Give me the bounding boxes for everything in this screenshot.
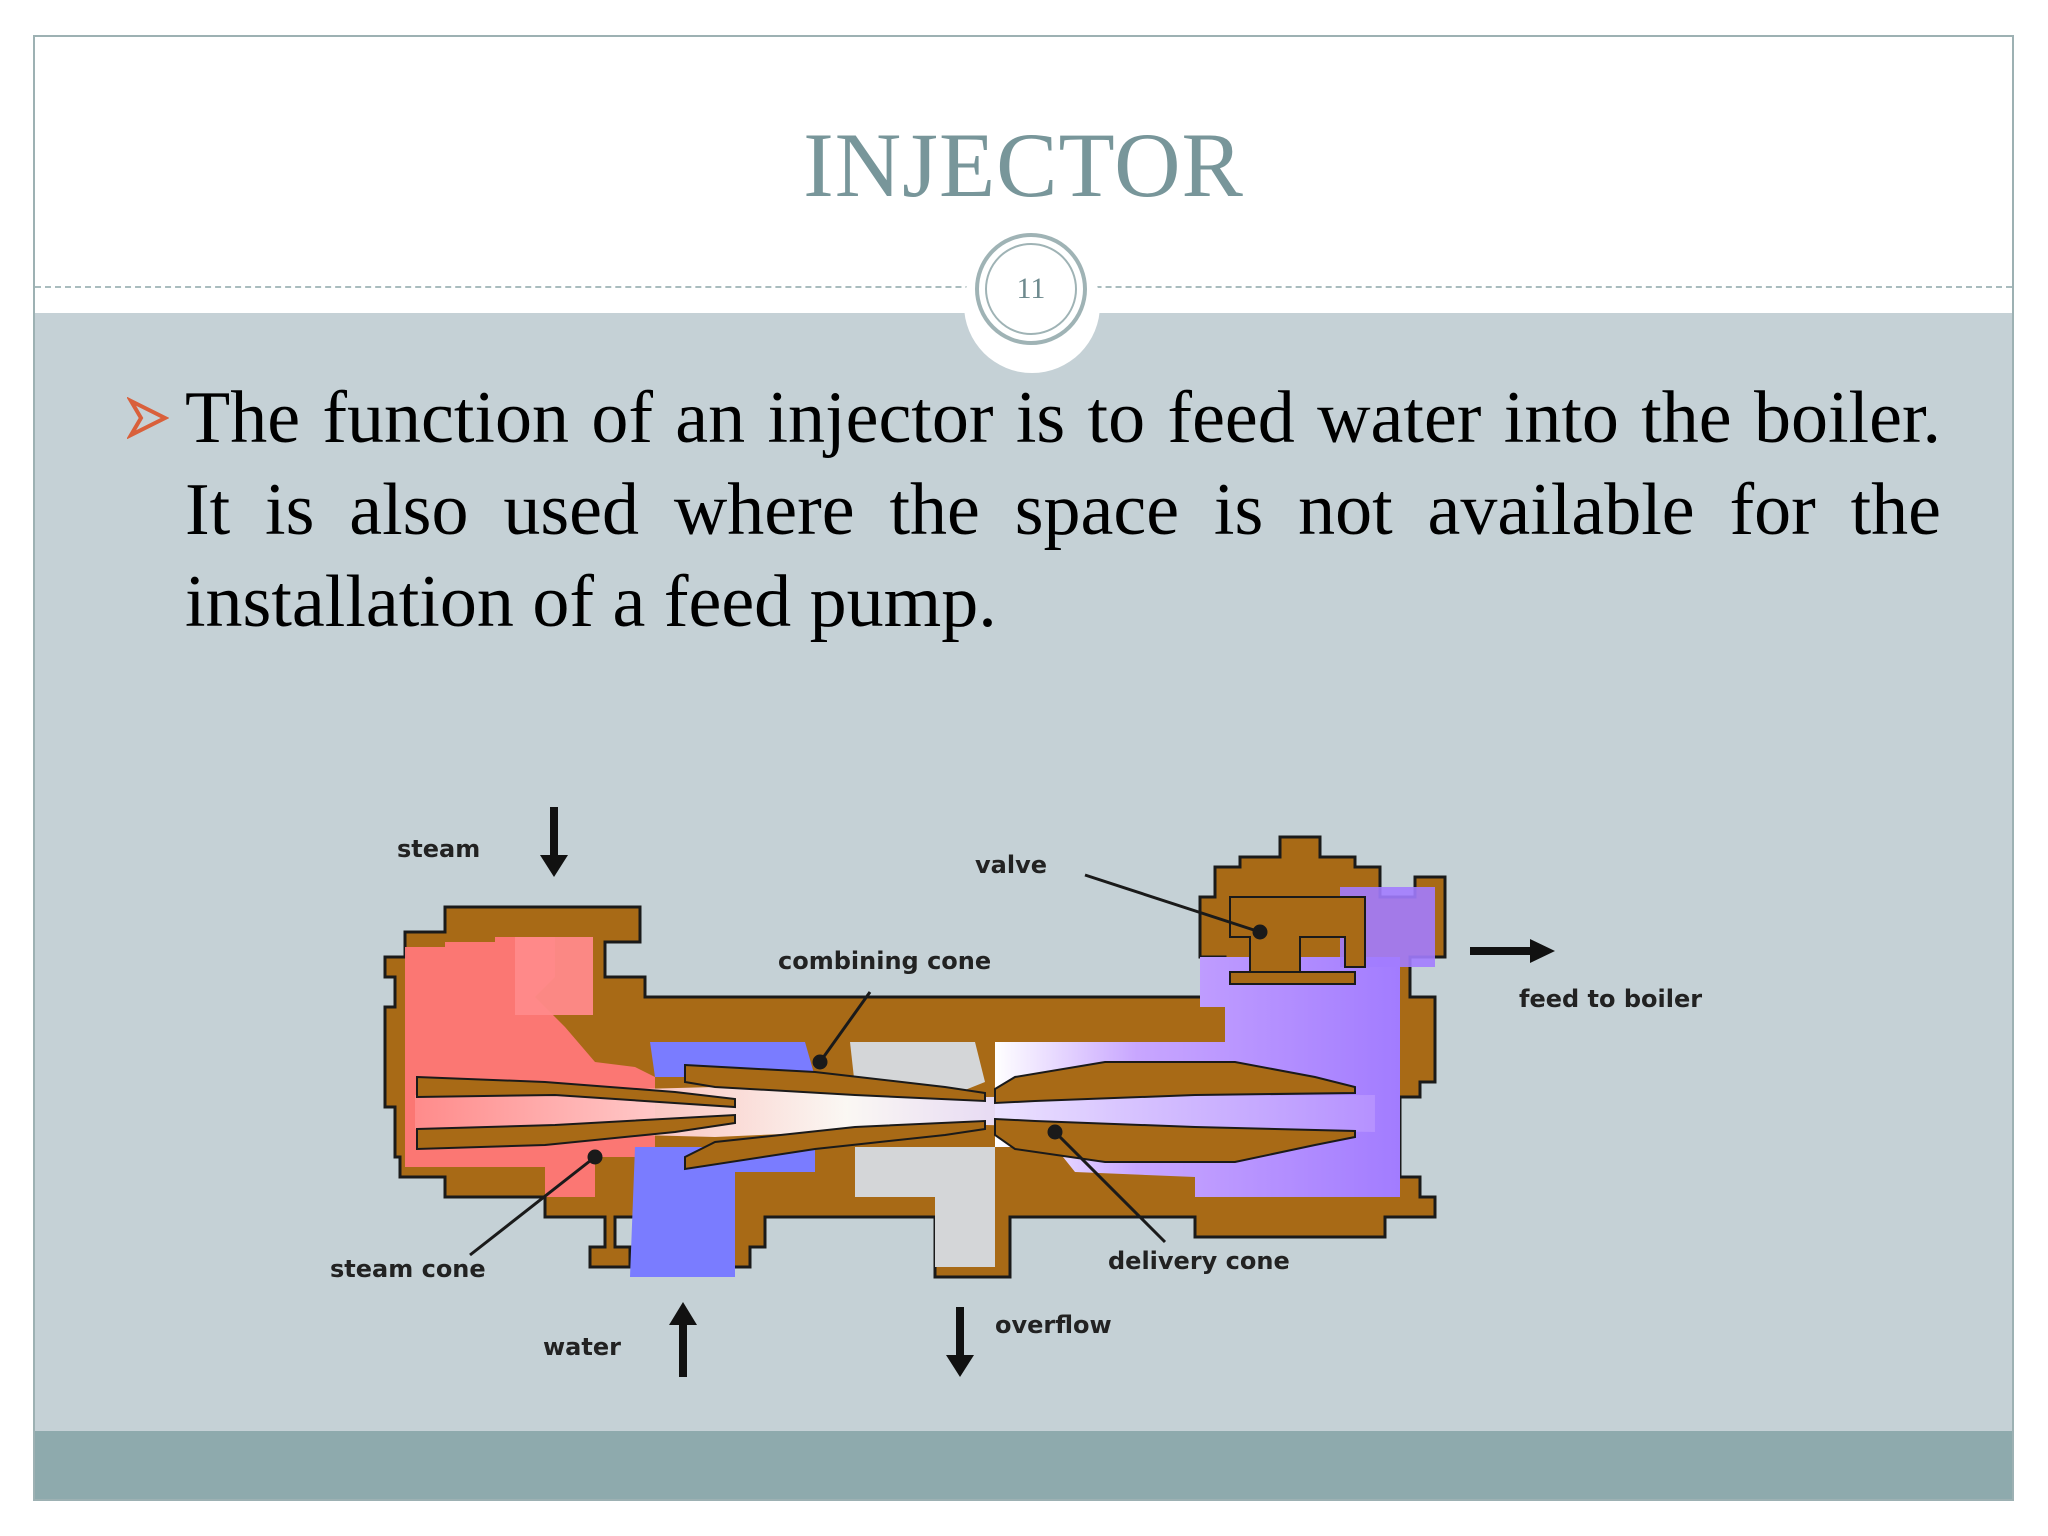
slide: INJECTOR 11 The function of an injector … <box>33 35 2014 1501</box>
water-arrow-icon <box>669 1302 697 1377</box>
steam-inlet <box>515 937 593 1015</box>
footer-bar <box>35 1431 2012 1499</box>
delivery-cone <box>994 1061 1356 1163</box>
label-steam-cone: steam cone <box>330 1255 486 1283</box>
combining-cone <box>684 1063 986 1171</box>
valve-disc <box>1229 971 1356 985</box>
feed-arrow-icon <box>1470 939 1555 963</box>
slide-title: INJECTOR <box>803 114 1244 216</box>
valve-body <box>1229 896 1366 978</box>
overflow-outlet <box>855 1147 995 1267</box>
label-valve: valve <box>975 851 1047 879</box>
label-steam: steam <box>397 835 480 863</box>
bullet-text: The function of an injector is to feed w… <box>185 377 1941 643</box>
label-combining-cone: combining cone <box>778 947 991 975</box>
flow-arrows <box>540 807 1555 1377</box>
label-feed-to-boiler: feed to boiler <box>1519 985 1702 1013</box>
label-water: water <box>543 1333 621 1361</box>
label-overflow: overflow <box>995 1311 1112 1339</box>
injector-diagram: steam valve combining cone feed to boile… <box>330 807 1702 1377</box>
steam-arrow-icon <box>540 807 568 877</box>
steam-cone <box>416 1075 736 1151</box>
label-delivery-cone: delivery cone <box>1108 1247 1290 1275</box>
content-panel <box>35 313 2012 1467</box>
pointer-lines <box>469 873 1268 1257</box>
water-inlet <box>630 1147 815 1277</box>
page-number-badge: 11 <box>975 233 1087 345</box>
page-number: 11 <box>985 243 1077 335</box>
overflow-arrow-icon <box>946 1307 974 1377</box>
bullet-arrow-icon <box>127 397 169 439</box>
